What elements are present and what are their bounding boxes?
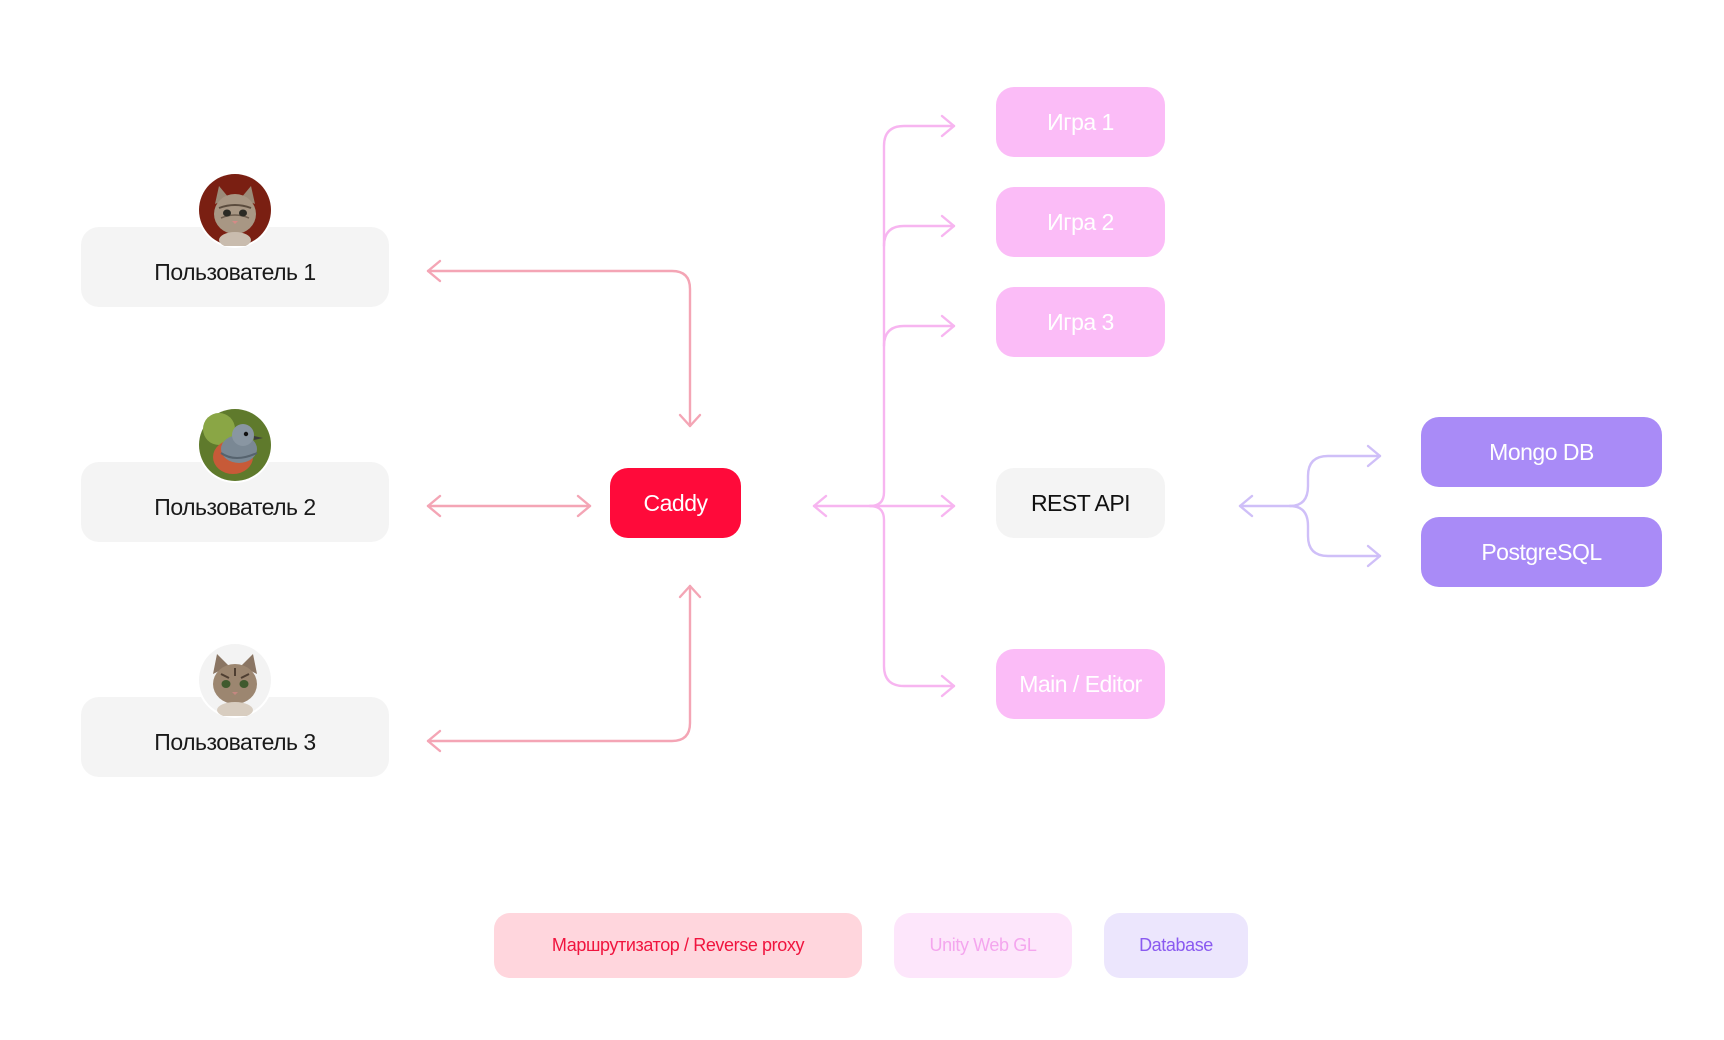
main-editor-label: Main / Editor xyxy=(1019,670,1142,697)
main-editor-node: Main / Editor xyxy=(996,649,1165,719)
caddy-label: Caddy xyxy=(643,489,708,516)
kitten-icon xyxy=(197,172,273,248)
edge-caddy-game3 xyxy=(882,324,956,348)
edge-user1-caddy xyxy=(426,269,692,428)
postgresql-label: PostgreSQL xyxy=(1481,538,1602,565)
game-label-2: Игра 2 xyxy=(1047,208,1114,235)
edge-rest-postgres xyxy=(1288,504,1382,558)
game-node-3: Игра 3 xyxy=(996,287,1165,357)
rest-api-label: REST API xyxy=(1030,489,1131,516)
caddy-proxy-node: Caddy xyxy=(610,468,741,538)
legend-unity-label: Unity Web GL xyxy=(929,935,1037,955)
edge-caddy-game1 xyxy=(868,124,956,508)
legend-unity: Unity Web GL xyxy=(894,913,1072,978)
legend-database: Database xyxy=(1104,913,1248,978)
user-label-1: Пользователь 1 xyxy=(154,258,316,285)
user-label-3: Пользователь 3 xyxy=(154,728,316,755)
rest-api-node: REST API xyxy=(996,468,1165,538)
legend-database-label: Database xyxy=(1139,935,1213,955)
game-node-2: Игра 2 xyxy=(996,187,1165,257)
edge-caddy-game2 xyxy=(882,224,956,248)
game-node-1: Игра 1 xyxy=(996,87,1165,157)
mongodb-label: Mongo DB xyxy=(1489,438,1594,465)
legend-proxy: Маршрутизатор / Reverse proxy xyxy=(494,913,862,978)
bird-icon xyxy=(197,407,273,483)
user-node-3: Пользователь 3 xyxy=(81,697,389,777)
edge-caddy-main xyxy=(868,504,956,688)
edge-rest-mongo xyxy=(1288,454,1382,508)
game-label-1: Игра 1 xyxy=(1047,108,1114,135)
legend-proxy-label: Маршрутизатор / Reverse proxy xyxy=(551,935,805,955)
edge-user3-caddy xyxy=(426,584,692,743)
tabby-kitten-icon xyxy=(197,642,273,718)
postgresql-node: PostgreSQL xyxy=(1421,517,1662,587)
mongodb-node: Mongo DB xyxy=(1421,417,1662,487)
game-label-3: Игра 3 xyxy=(1047,308,1114,335)
user-label-2: Пользователь 2 xyxy=(154,493,316,520)
